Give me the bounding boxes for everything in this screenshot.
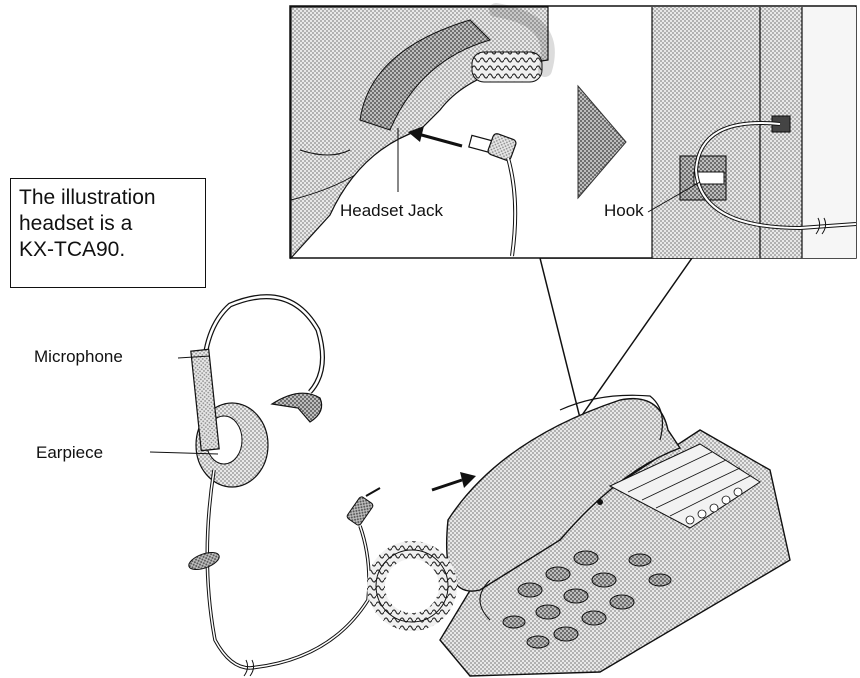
callout-pointer [540,258,692,418]
model-note-box: The illustration headset is a KX-TCA90. [10,178,206,288]
connect-arrow-icon [432,472,476,490]
inset-panel [290,6,856,258]
microphone-label: Microphone [34,348,123,365]
note-line: KX-TCA90. [19,237,197,263]
headset-icon [187,297,380,676]
note-line: The illustration [19,185,197,211]
telephone-icon [376,395,790,676]
note-line: headset is a [19,211,197,237]
hook-label: Hook [604,202,644,219]
inset-hook-closeup [652,7,856,258]
headset-jack-label: Headset Jack [340,202,443,219]
earpiece-label: Earpiece [36,444,103,461]
